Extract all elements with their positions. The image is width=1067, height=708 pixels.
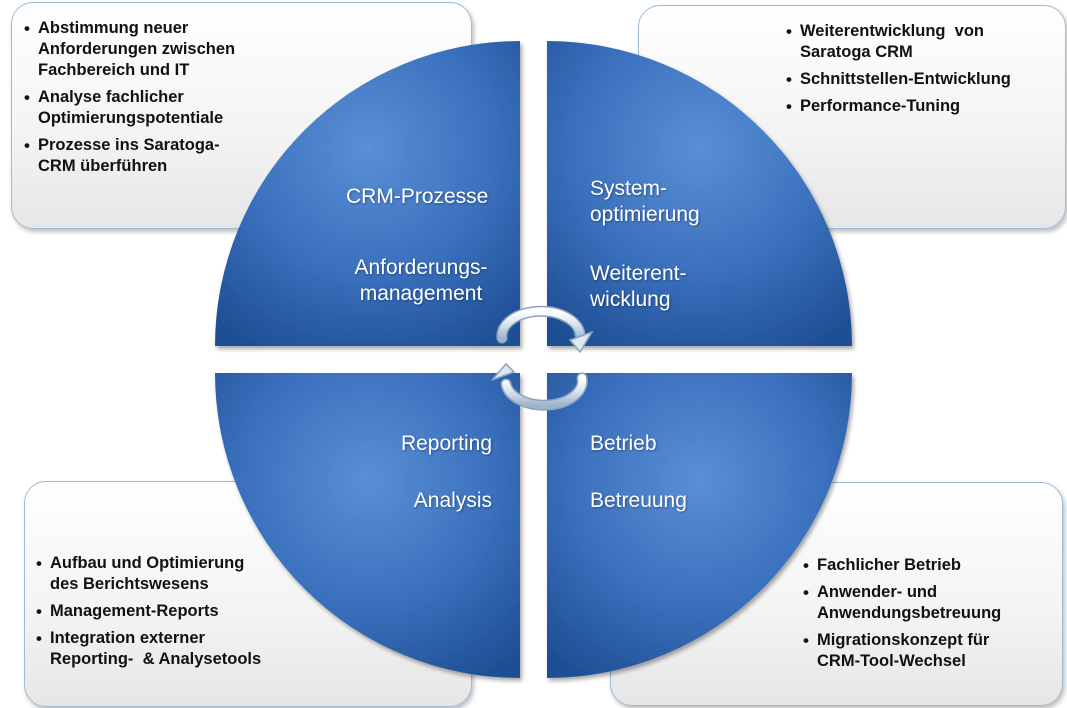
quadrant-bottom-right <box>547 373 852 678</box>
list-item-line: Abstimmung neuer <box>38 19 189 37</box>
bullet-list-top-left: Abstimmung neuer Anforderungen zwischen … <box>24 18 264 183</box>
quadrant-bottom-left <box>215 373 520 678</box>
list-item: Abstimmung neuer Anforderungen zwischen … <box>24 18 264 81</box>
list-item-line: Migrationskonzept für <box>817 631 990 649</box>
label-weiterentwicklung-line2: wicklung <box>590 288 671 311</box>
quadrant-top-right <box>547 41 852 346</box>
list-item-line: CRM überführen <box>38 157 168 175</box>
label-systemoptimierung-line2: optimierung <box>590 203 700 226</box>
label-analysis: Analysis <box>413 489 492 512</box>
list-item-line: Fachbereich und IT <box>38 61 190 79</box>
list-item-line: Performance-Tuning <box>800 97 961 115</box>
list-item: Weiterentwicklung von Saratoga CRM <box>786 21 1056 63</box>
list-item: Anwender- und Anwendungsbetreuung <box>803 582 1048 624</box>
label-systemoptimierung: System- optimierung <box>590 176 700 228</box>
list-item-line: Saratoga CRM <box>800 43 913 61</box>
list-item-line: Analyse fachlicher <box>38 88 184 106</box>
list-item-line: Anwender- und <box>817 583 938 601</box>
label-anforderungsmanagement-line1: Anforderungs- <box>354 256 488 279</box>
list-item: Migrationskonzept für CRM-Tool-Wechsel <box>803 630 1048 672</box>
bullet-list-bottom-left: Aufbau und Optimierung des Berichtswesen… <box>36 553 316 676</box>
list-item: Schnittstellen-Entwicklung <box>786 69 1056 90</box>
label-anforderungsmanagement: Anforderungs- management <box>338 255 504 307</box>
list-item-line: Anwendungsbetreuung <box>817 604 1002 622</box>
label-weiterentwicklung-line1: Weiterent- <box>590 262 687 285</box>
label-weiterentwicklung: Weiterent- wicklung <box>590 261 686 313</box>
list-item-line: Integration externer <box>50 629 205 647</box>
list-item-line: Fachlicher Betrieb <box>817 556 961 574</box>
list-item: Management-Reports <box>36 601 316 622</box>
list-item: Prozesse ins Saratoga- CRM überführen <box>24 135 264 177</box>
label-systemoptimierung-line1: System- <box>590 177 668 200</box>
label-betreuung: Betreuung <box>590 489 687 512</box>
label-betrieb: Betrieb <box>590 432 657 455</box>
label-anforderungsmanagement-line2: management <box>359 282 483 305</box>
label-reporting: Reporting <box>400 432 492 455</box>
cycle-arrows-icon <box>491 305 594 411</box>
list-item-line: Aufbau und Optimierung <box>50 554 245 572</box>
list-item-line: Schnittstellen-Entwicklung <box>800 70 1011 88</box>
label-crm-prozesse: CRM-Prozesse <box>346 185 489 208</box>
list-item-line: Optimierungspotentiale <box>38 109 224 127</box>
list-item: Performance-Tuning <box>786 96 1056 117</box>
list-item-line: CRM-Tool-Wechsel <box>817 652 966 670</box>
list-item-line: Management-Reports <box>50 602 219 620</box>
list-item-line: Anforderungen zwischen <box>38 40 236 58</box>
bullet-list-bottom-right: Fachlicher Betrieb Anwender- und Anwendu… <box>803 555 1048 678</box>
list-item-line: des Berichtswesens <box>50 575 209 593</box>
bullet-list-top-right: Weiterentwicklung von Saratoga CRM Schni… <box>786 21 1056 123</box>
list-item: Analyse fachlicher Optimierungspotential… <box>24 87 264 129</box>
quadrant-top-left <box>215 41 520 346</box>
list-item: Aufbau und Optimierung des Berichtswesen… <box>36 553 316 595</box>
list-item: Integration externer Reporting- & Analys… <box>36 628 316 670</box>
list-item-line: Reporting- & Analysetools <box>50 650 262 668</box>
list-item-line: Weiterentwicklung von <box>800 22 984 40</box>
list-item: Fachlicher Betrieb <box>803 555 1048 576</box>
list-item-line: Prozesse ins Saratoga- <box>38 136 220 154</box>
